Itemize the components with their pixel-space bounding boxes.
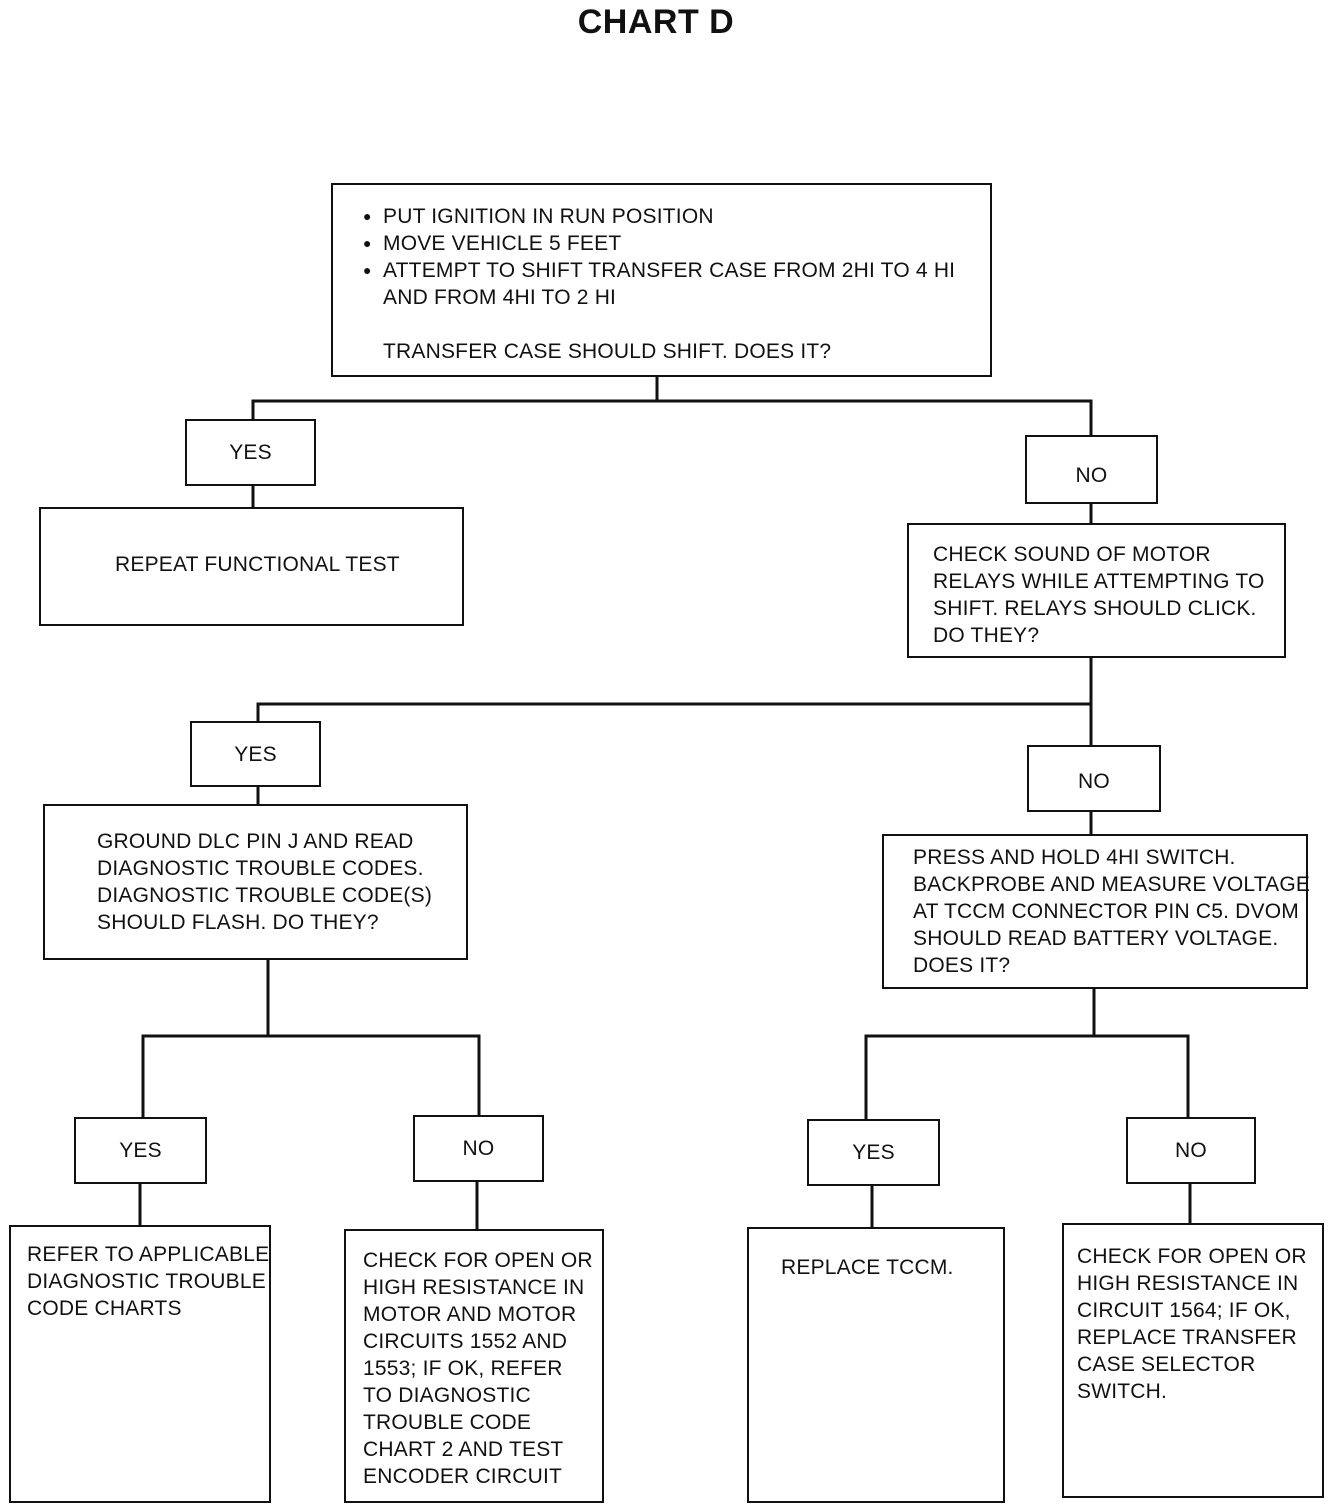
start-bullet-text: PUT IGNITION IN RUN POSITION bbox=[383, 205, 714, 228]
ground-dlc-line: SHOULD FLASH. DO THEY? bbox=[97, 911, 379, 934]
no-label-3: NO bbox=[413, 1115, 544, 1182]
motor-relays-box: CHECK SOUND OF MOTOR RELAYS WHILE ATTEMP… bbox=[907, 523, 1286, 658]
press-hold-line: SHOULD READ BATTERY VOLTAGE. bbox=[913, 927, 1279, 950]
no-label-2: NO bbox=[1027, 745, 1161, 812]
check-motor-line: CHART 2 AND TEST bbox=[363, 1438, 564, 1461]
yes-label-3: YES bbox=[74, 1117, 207, 1184]
check-motor-line: 1553; IF OK, REFER bbox=[363, 1357, 563, 1380]
start-bullet-text: ATTEMPT TO SHIFT TRANSFER CASE FROM 2HI … bbox=[383, 259, 956, 282]
no-label-text: NO bbox=[1075, 464, 1108, 487]
start-bullet-3: ● ATTEMPT TO SHIFT TRANSFER CASE FROM 2H… bbox=[363, 257, 978, 284]
check-motor-line: TROUBLE CODE bbox=[363, 1411, 532, 1434]
press-hold-line: PRESS AND HOLD 4HI SWITCH. bbox=[913, 846, 1236, 869]
motor-relays-line: CHECK SOUND OF MOTOR bbox=[933, 543, 1211, 566]
refer-charts-line: DIAGNOSTIC TROUBLE bbox=[27, 1270, 266, 1293]
start-step-box: ● PUT IGNITION IN RUN POSITION ● MOVE VE… bbox=[331, 183, 992, 377]
no-label-text: NO bbox=[1078, 770, 1110, 793]
yes-label-2: YES bbox=[190, 721, 321, 787]
ground-dlc-line: DIAGNOSTIC TROUBLE CODES. bbox=[97, 857, 424, 880]
check-circuit-line: CIRCUIT 1564; IF OK, bbox=[1077, 1299, 1291, 1322]
check-circuit-line: REPLACE TRANSFER bbox=[1077, 1326, 1297, 1349]
yes-label-text: YES bbox=[852, 1141, 895, 1164]
press-hold-line: AT TCCM CONNECTOR PIN C5. DVOM bbox=[913, 900, 1299, 923]
repeat-test-box: REPEAT FUNCTIONAL TEST bbox=[39, 507, 464, 626]
refer-charts-line: CODE CHARTS bbox=[27, 1297, 182, 1320]
bullet-icon: ● bbox=[363, 235, 372, 251]
refer-charts-box: REFER TO APPLICABLE DIAGNOSTIC TROUBLE C… bbox=[9, 1225, 271, 1503]
start-question: TRANSFER CASE SHOULD SHIFT. DOES IT? bbox=[383, 340, 832, 363]
ground-dlc-line: GROUND DLC PIN J AND READ bbox=[97, 830, 414, 853]
ground-dlc-box: GROUND DLC PIN J AND READ DIAGNOSTIC TRO… bbox=[43, 804, 468, 960]
check-circuit-1564-box: CHECK FOR OPEN OR HIGH RESISTANCE IN CIR… bbox=[1062, 1223, 1324, 1498]
spacer bbox=[363, 311, 978, 338]
check-motor-line: ENCODER CIRCUIT bbox=[363, 1465, 563, 1488]
no-label-1: NO bbox=[1025, 435, 1158, 504]
bullet-icon: ● bbox=[363, 262, 372, 278]
motor-relays-line: SHIFT. RELAYS SHOULD CLICK. bbox=[933, 597, 1257, 620]
yes-label-1: YES bbox=[185, 419, 316, 486]
check-motor-line: CIRCUITS 1552 AND bbox=[363, 1330, 568, 1353]
motor-relays-line: DO THEY? bbox=[933, 624, 1040, 647]
replace-tccm-text: REPLACE TCCM. bbox=[781, 1256, 954, 1279]
no-label-text: NO bbox=[462, 1137, 495, 1160]
motor-relays-line: RELAYS WHILE ATTEMPTING TO bbox=[933, 570, 1265, 593]
ground-dlc-line: DIAGNOSTIC TROUBLE CODE(S) bbox=[97, 884, 433, 907]
check-circuit-line: HIGH RESISTANCE IN bbox=[1077, 1272, 1299, 1295]
check-motor-circuits-box: CHECK FOR OPEN OR HIGH RESISTANCE IN MOT… bbox=[344, 1229, 604, 1503]
press-hold-line: BACKPROBE AND MEASURE VOLTAGE bbox=[913, 873, 1311, 896]
press-hold-line: DOES IT? bbox=[913, 954, 1011, 977]
yes-label-4: YES bbox=[807, 1119, 940, 1186]
check-motor-line: HIGH RESISTANCE IN bbox=[363, 1276, 585, 1299]
check-motor-line: CHECK FOR OPEN OR bbox=[363, 1249, 593, 1272]
check-motor-line: MOTOR AND MOTOR bbox=[363, 1303, 577, 1326]
start-bullet-1: ● PUT IGNITION IN RUN POSITION bbox=[363, 203, 978, 230]
start-bullet-text: MOVE VEHICLE 5 FEET bbox=[383, 232, 622, 255]
yes-label-text: YES bbox=[119, 1139, 162, 1162]
check-circuit-line: SWITCH. bbox=[1077, 1380, 1168, 1403]
check-circuit-line: CASE SELECTOR bbox=[1077, 1353, 1256, 1376]
start-bullet-continuation: AND FROM 4HI TO 2 HI bbox=[383, 286, 617, 309]
repeat-test-text: REPEAT FUNCTIONAL TEST bbox=[115, 553, 400, 576]
no-label-text: NO bbox=[1175, 1139, 1207, 1162]
yes-label-text: YES bbox=[234, 742, 277, 766]
start-bullet-2: ● MOVE VEHICLE 5 FEET bbox=[363, 230, 978, 257]
press-hold-box: PRESS AND HOLD 4HI SWITCH. BACKPROBE AND… bbox=[882, 834, 1311, 989]
check-motor-line: TO DIAGNOSTIC bbox=[363, 1384, 531, 1407]
refer-charts-line: REFER TO APPLICABLE bbox=[27, 1243, 270, 1266]
bullet-icon: ● bbox=[363, 208, 372, 224]
replace-tccm-box: REPLACE TCCM. bbox=[747, 1227, 1005, 1503]
no-label-4: NO bbox=[1126, 1117, 1256, 1184]
chart-title: CHART D bbox=[577, 3, 735, 41]
yes-label-text: YES bbox=[229, 441, 272, 464]
check-circuit-line: CHECK FOR OPEN OR bbox=[1077, 1245, 1307, 1268]
